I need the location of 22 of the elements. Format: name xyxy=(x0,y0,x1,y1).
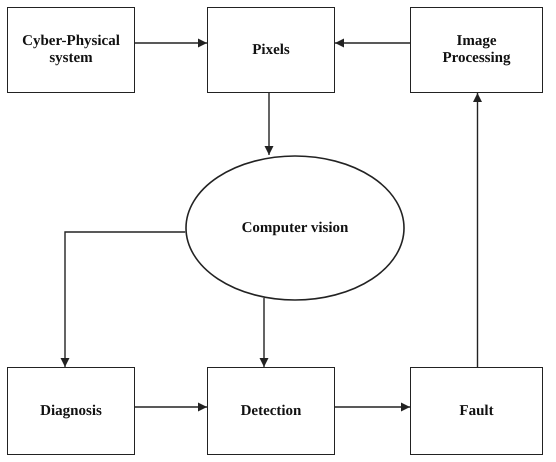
node-label: Detection xyxy=(240,402,302,420)
arrow xyxy=(335,38,410,48)
node-label: Cyber-Physical system xyxy=(21,33,121,67)
arrow xyxy=(264,93,274,155)
process-box xyxy=(7,7,135,93)
arrow xyxy=(260,298,268,367)
process-ellipse xyxy=(185,155,405,301)
process-box xyxy=(7,367,135,455)
process-box xyxy=(410,367,543,455)
node-label: Image Processing xyxy=(441,33,512,67)
process-box xyxy=(207,367,335,455)
node-label: Pixels xyxy=(251,42,291,58)
arrow xyxy=(60,231,186,367)
arrow xyxy=(135,402,207,412)
process-box xyxy=(207,7,335,93)
process-box xyxy=(410,7,543,93)
node-label: Diagnosis xyxy=(39,402,103,420)
arrow xyxy=(135,38,207,48)
node-label: Computer vision xyxy=(240,220,350,236)
arrow xyxy=(473,93,482,367)
node-label: Fault xyxy=(458,402,495,420)
arrow xyxy=(335,402,410,412)
